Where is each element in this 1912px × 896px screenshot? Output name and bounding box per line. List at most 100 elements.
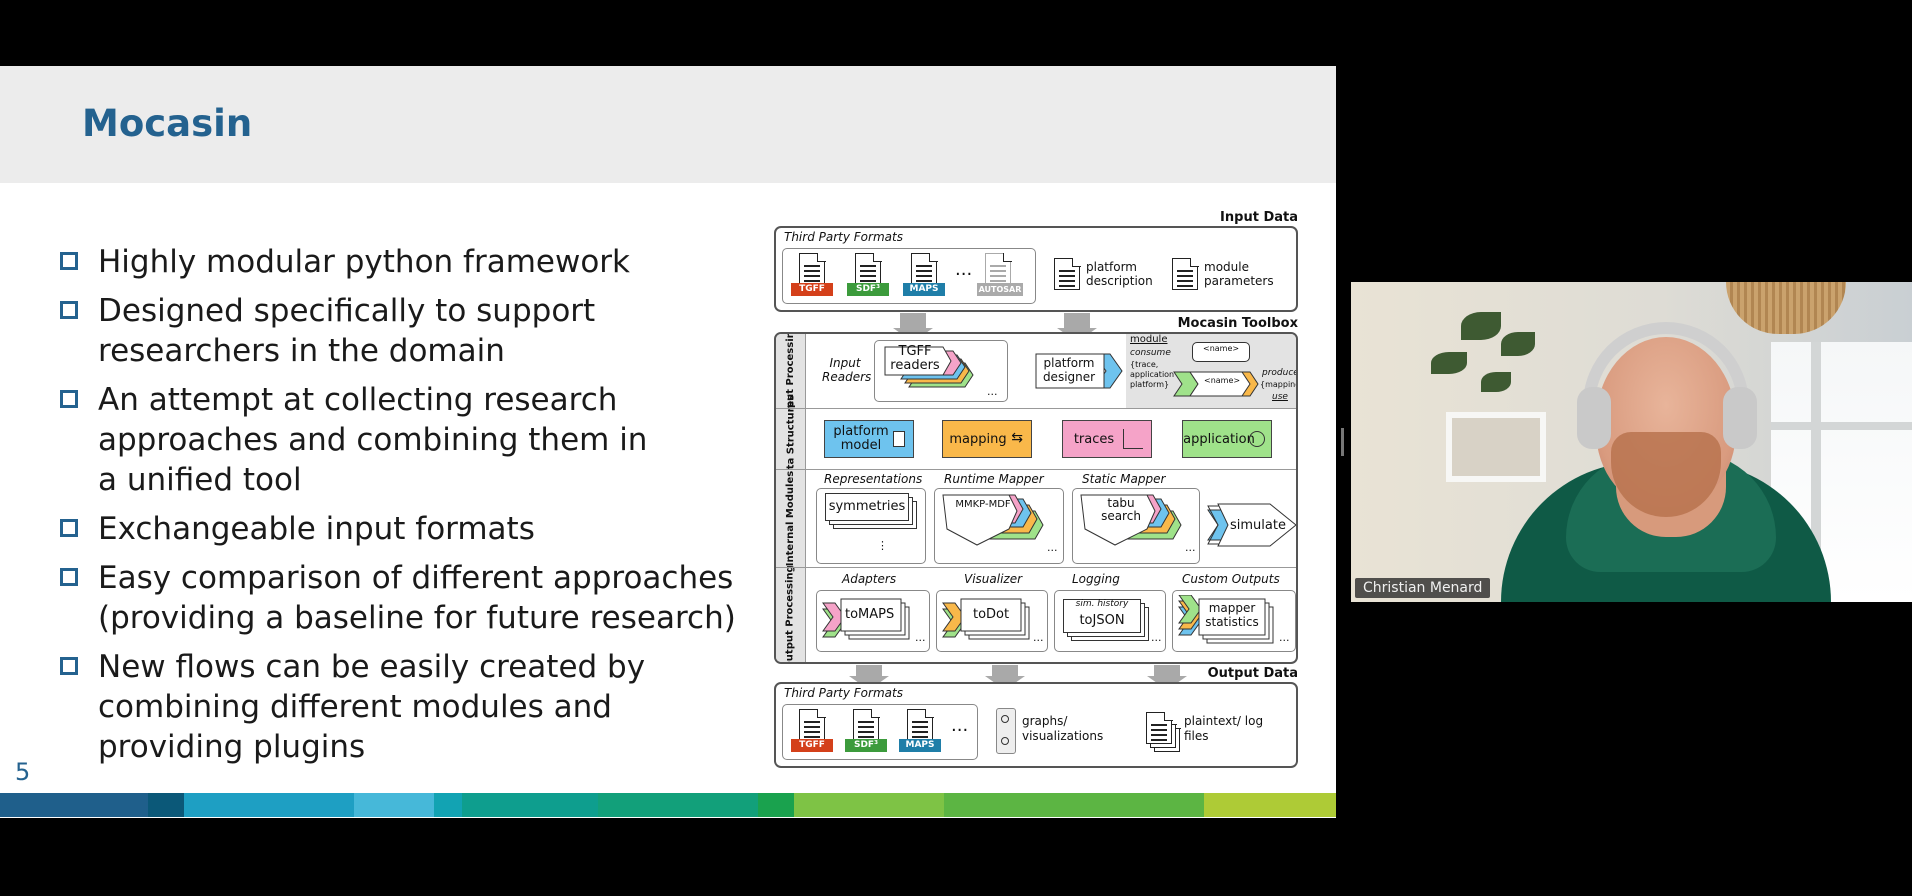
platform-model-box: platform model xyxy=(824,420,914,458)
simulate-label: simulate xyxy=(1230,518,1286,533)
runtime-mapper-label: Runtime Mapper xyxy=(944,472,1044,486)
symmetries-label: symmetries xyxy=(828,499,906,514)
stripe-segment xyxy=(462,793,598,817)
bullet-list: Highly modular python framework Designed… xyxy=(58,242,748,776)
static-mapper-chevron-stack-icon xyxy=(1080,494,1182,546)
input-readers-label: Input Readers xyxy=(822,356,872,384)
stripe-segment xyxy=(944,793,1204,817)
bullet-item: Highly modular python framework xyxy=(58,242,748,282)
mapping-graph-icon: ⇆ xyxy=(1011,430,1023,446)
arrow-shaft xyxy=(856,665,882,677)
platform-description-label: platform description xyxy=(1086,260,1153,288)
toolbox-label: Mocasin Toolbox xyxy=(1177,316,1298,331)
sdf-file-icon xyxy=(855,252,882,285)
third-party-formats-out-label: Third Party Formats xyxy=(784,686,903,700)
slide-title: Mocasin xyxy=(82,102,253,145)
to-json-label: toJSON xyxy=(1079,613,1125,628)
bullet-square-icon xyxy=(60,390,78,408)
sdf-tag: SDF³ xyxy=(847,283,889,296)
logging-box: sim. history toJSON ... xyxy=(1054,590,1166,652)
runtime-mapper-chevron-stack-icon xyxy=(942,494,1044,546)
stripe-segment xyxy=(1204,793,1336,817)
visualizer-box: toDot ... xyxy=(936,590,1048,652)
bullet-square-icon xyxy=(60,301,78,319)
plaintext-log-files-label: plaintext/ log files xyxy=(1184,714,1264,743)
arrow-shaft xyxy=(1064,313,1090,329)
module-chevron-icon xyxy=(1173,371,1259,397)
bullet-text: An attempt at collecting research approa… xyxy=(98,382,648,498)
bullet-item: An attempt at collecting research approa… xyxy=(58,380,748,500)
custom-outputs-label: Custom Outputs xyxy=(1182,572,1280,586)
shared-slide: Mocasin Highly modular python framework … xyxy=(0,66,1336,818)
third-party-formats-label: Third Party Formats xyxy=(784,230,903,244)
platform-designer-label: platform designer xyxy=(1042,356,1096,384)
readers-ellipsis: ... xyxy=(987,385,998,398)
tgff-readers-stack xyxy=(881,345,991,400)
runtime-mapper-box: MMKP-MDF ... xyxy=(934,488,1064,564)
row-label-data-structures: Data Structures xyxy=(776,394,806,484)
slide-page-number: 5 xyxy=(15,758,31,786)
graphs-visualizations-label: graphs/ visualizations xyxy=(1022,714,1104,743)
stripe-segment xyxy=(434,793,462,817)
module-parameters-label: module parameters xyxy=(1204,260,1274,288)
tgff-file-icon xyxy=(799,252,826,285)
bullet-item: New flows can be easily created by combi… xyxy=(58,647,748,767)
chip-icon xyxy=(893,431,905,447)
representations-label: Representations xyxy=(824,472,923,486)
stripe-segment xyxy=(598,793,758,817)
panel-divider-handle[interactable] xyxy=(1341,428,1344,456)
custom-outputs-box: mapper statistics ... xyxy=(1172,590,1296,652)
consume-label: consume xyxy=(1130,348,1171,358)
stripe-segment xyxy=(758,793,794,817)
logging-label: Logging xyxy=(1072,572,1120,586)
row-label-input-processing: Input Processing xyxy=(776,334,806,418)
trace-plot-icon xyxy=(1123,429,1143,449)
reader-chevron-stack-icon xyxy=(884,346,974,388)
sim-history-label: sim. history xyxy=(1075,599,1129,609)
to-maps-label: toMAPS xyxy=(845,607,895,622)
tabu-search-label: tabu search xyxy=(1101,496,1141,523)
sdf-file-icon xyxy=(853,708,880,741)
stripe-segment xyxy=(354,793,434,817)
mocasin-architecture-diagram: Input Data Third Party Formats TGFF SDF³… xyxy=(770,210,1300,772)
application-box: application xyxy=(1182,420,1272,458)
visualizer-label: Visualizer xyxy=(964,572,1023,586)
produce-label: produce xyxy=(1262,368,1298,378)
adapters-label: Adapters xyxy=(842,572,897,586)
slide-footer-stripe xyxy=(0,793,1336,817)
static-mapper-box: tabu search ... xyxy=(1072,488,1200,564)
tgff-tag: TGFF xyxy=(791,283,833,296)
module-label: module xyxy=(1130,334,1168,345)
platform-designer-shape xyxy=(1034,352,1124,393)
maps-file-icon xyxy=(911,252,938,285)
mapper-statistics-label: mapper statistics xyxy=(1205,601,1259,629)
arrow-shaft xyxy=(992,665,1018,677)
maps-file-icon xyxy=(907,708,934,741)
input-data-label: Input Data xyxy=(1220,210,1298,225)
produce-items: {mapping} xyxy=(1260,380,1296,389)
arrow-shaft xyxy=(900,313,926,329)
bullet-text: Highly modular python framework xyxy=(98,244,630,280)
output-data-frame: Third Party Formats TGFF SDF³ MAPS ... g… xyxy=(774,682,1298,768)
graph-visualization-icon xyxy=(996,708,1016,754)
app-graph-icon xyxy=(1249,431,1265,447)
mmkp-mdf-label: MMKP-MDF xyxy=(955,499,1011,510)
bullet-square-icon xyxy=(60,657,78,675)
bullet-square-icon xyxy=(60,519,78,537)
module-name-box: <name> xyxy=(1192,342,1250,362)
stripe-segment xyxy=(148,793,184,817)
bullet-text: Exchangeable input formats xyxy=(98,511,535,547)
bullet-square-icon xyxy=(60,568,78,586)
static-mapper-label: Static Mapper xyxy=(1082,472,1166,486)
platform-description-icon xyxy=(1054,257,1081,290)
to-dot-label: toDot xyxy=(973,607,1010,622)
bullet-text: Easy comparison of different approaches … xyxy=(98,560,736,636)
traces-box: traces xyxy=(1062,420,1152,458)
custom-outputs-chevron-icon xyxy=(1178,595,1274,644)
platform-designer-chevron-icon xyxy=(1035,353,1123,389)
arrow-shaft xyxy=(1154,665,1180,677)
module-definition-box: module consume {trace, application platf… xyxy=(1126,334,1298,408)
input-data-frame: Third Party Formats TGFF SDF³ MAPS ... A… xyxy=(774,226,1298,312)
participant-video-tile[interactable]: Christian Menard xyxy=(1351,282,1912,602)
